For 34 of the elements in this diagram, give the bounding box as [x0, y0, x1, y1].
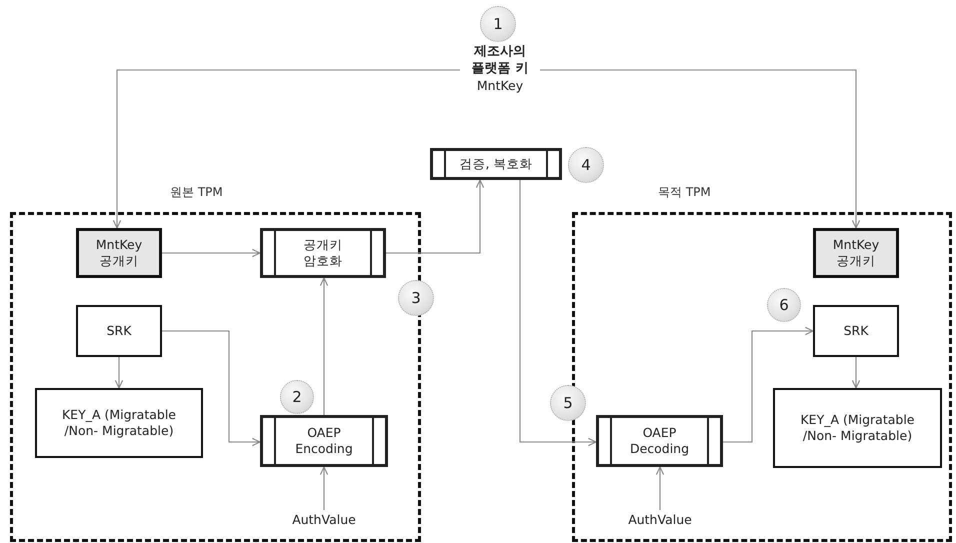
source-title: 제조사의 플랫폼 키 [470, 44, 530, 78]
arrow [386, 179, 484, 254]
arrow [723, 326, 814, 443]
region-label: 목적 TPM [658, 184, 711, 201]
arrow [320, 277, 328, 415]
input-text: AuthValue [628, 512, 692, 528]
step-number: 6 [767, 288, 801, 322]
step-number: 4 [568, 147, 604, 183]
arrow [162, 330, 261, 446]
process-box: OAEP Decoding [596, 415, 723, 467]
input-text: AuthValue [292, 512, 356, 528]
source-subtitle: MntKey [476, 78, 524, 94]
arrow [656, 466, 664, 510]
key-box: SRK [813, 305, 899, 357]
step-number: 5 [550, 385, 586, 421]
step-number: 1 [480, 6, 516, 42]
key-box: MntKey 공개키 [813, 228, 899, 278]
step-number: 3 [398, 280, 434, 316]
arrow [112, 69, 460, 229]
process-box: 검증, 복호화 [430, 148, 562, 180]
key-box: SRK [76, 305, 162, 357]
key-box: KEY_A (Migratable /Non- Migratable) [35, 388, 203, 458]
step-number: 2 [280, 380, 314, 414]
key-box: MntKey 공개키 [76, 228, 162, 278]
arrow [540, 69, 860, 229]
arrow [320, 466, 328, 510]
process-box: 공개키 암호화 [260, 228, 386, 278]
key-box: KEY_A (Migratable /Non- Migratable) [773, 388, 942, 468]
arrow [852, 357, 860, 389]
arrow [519, 180, 597, 446]
arrow [114, 357, 124, 389]
region-label: 원본 TPM [170, 184, 223, 201]
arrow [162, 248, 261, 258]
process-box: OAEP Encoding [260, 415, 388, 467]
